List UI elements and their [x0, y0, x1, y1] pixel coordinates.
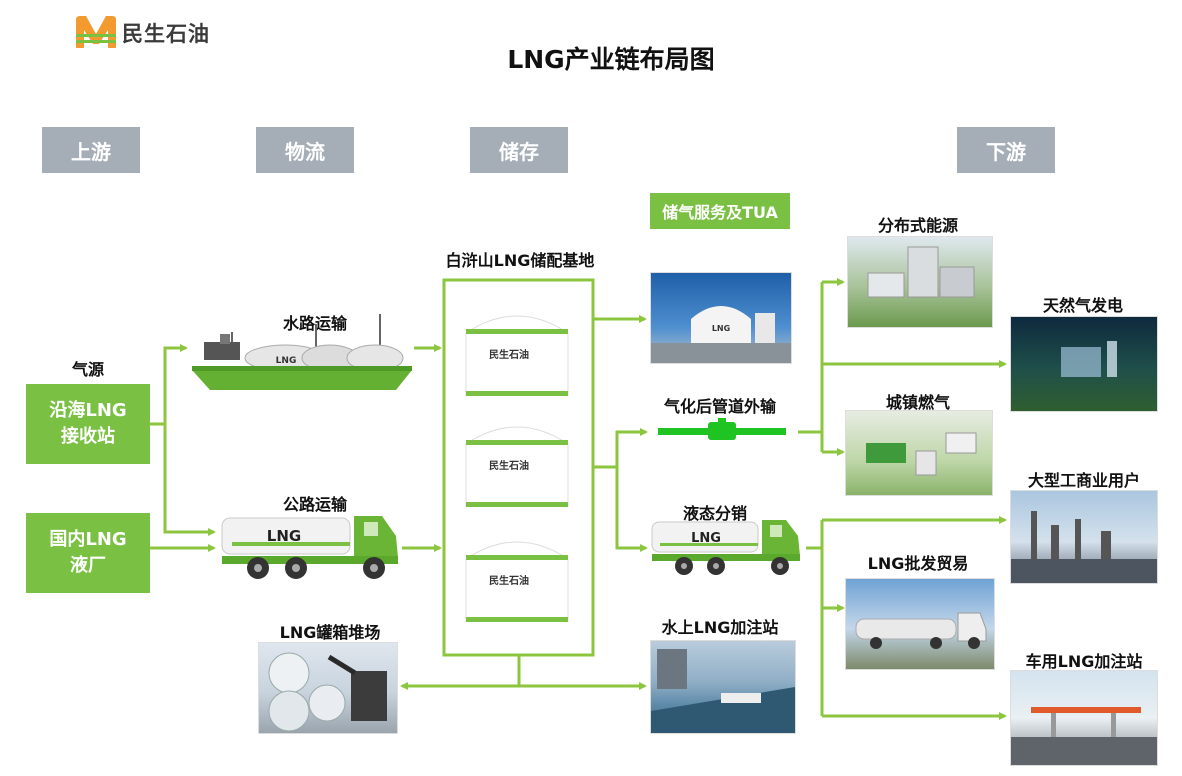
liquid-truck-tank-text: LNG [691, 531, 721, 546]
arrow-to-water [150, 344, 188, 426]
liquid-truck: LNG [650, 516, 806, 578]
tank-icon [465, 315, 569, 396]
power-plant-icon [867, 246, 975, 298]
water-transport-label: 水路运输 [282, 314, 347, 333]
domestic-plant-line1: 国内LNG [49, 529, 127, 550]
tua-photo: LNG [650, 272, 792, 364]
industrial-users-photo [1010, 490, 1158, 584]
water-station-label: 水上LNG加注站 [661, 618, 779, 637]
distributed-energy-photo [847, 236, 993, 328]
tank-logo-text: 民生石油 [489, 576, 529, 587]
photo-tank-text: LNG [712, 324, 730, 333]
city-gas-label: 城镇燃气 [885, 393, 950, 412]
fuel-station-icon [1011, 707, 1157, 765]
truck-icon: LNG [221, 516, 398, 579]
water-station-photo [650, 640, 796, 734]
tank-logo-text: 民生石油 [489, 461, 529, 472]
industrial-users-label: 大型工商业用户 [1027, 471, 1140, 490]
storage-base-label: 白浒山LNG储配基地 [445, 251, 595, 270]
lng-wholesale-photo [845, 578, 995, 670]
power-station-icon [1061, 341, 1117, 377]
page-title: LNG产业链布局图 [507, 45, 715, 74]
stage-logistics: 物流 [256, 127, 354, 173]
dock-icon [651, 649, 795, 733]
coastal-terminal-line2: 接收站 [61, 426, 115, 447]
coastal-terminal-box: 沿海LNG 接收站 [26, 384, 150, 464]
ship-icon: LNG [192, 314, 412, 390]
domestic-plant-box: 国内LNG 液厂 [26, 513, 150, 593]
storage-tank-1: 民生石油 [464, 307, 570, 399]
storage-tank-3: 民生石油 [464, 533, 570, 625]
tank-icon [465, 541, 569, 622]
lng-truck: LNG [218, 512, 402, 582]
arrow-to-liquid [615, 467, 648, 552]
liquid-distribution-label: 液态分销 [682, 504, 747, 523]
city-gas-photo [845, 410, 993, 496]
logo-text: 民生石油 [122, 22, 210, 46]
tank-icon [465, 426, 569, 507]
vehicle-station-photo [1010, 670, 1158, 766]
lng-ship: LNG [190, 304, 416, 392]
arrow-to-road [163, 424, 216, 536]
truck-tank-text: LNG [267, 527, 301, 545]
distributed-energy-label: 分布式能源 [877, 216, 958, 235]
storage-tank-2: 民生石油 [464, 418, 570, 510]
logo-mark-icon [76, 16, 116, 48]
tua-box: 储气服务及TUA [650, 193, 790, 229]
pipe-valve-icon [658, 418, 786, 440]
gas-station-icon [866, 432, 977, 476]
source-label: 气源 [71, 360, 104, 379]
gas-power-label: 天然气发电 [1042, 296, 1123, 315]
arrow-to-pipeline [593, 428, 648, 469]
tanker-truck-icon [855, 612, 987, 649]
road-transport-label: 公路运输 [282, 495, 347, 514]
domestic-plant-line2: 液厂 [70, 555, 106, 576]
lng-terminal-icon: LNG [651, 306, 791, 363]
company-logo: 民生石油 [74, 12, 234, 52]
tank-logo-text: 民生石油 [489, 350, 529, 361]
container-yard-label: LNG罐箱堆场 [279, 623, 381, 642]
coastal-terminal-line1: 沿海LNG [49, 400, 127, 421]
stage-upstream: 上游 [42, 127, 140, 173]
stage-storage: 储存 [470, 127, 568, 173]
tank-container-icon [268, 652, 387, 732]
vehicle-station-label: 车用LNG加注站 [1025, 652, 1143, 671]
pipeline-graphic [658, 418, 786, 444]
lng-wholesale-label: LNG批发贸易 [867, 554, 969, 573]
stage-downstream: 下游 [957, 127, 1055, 173]
gas-power-photo [1010, 316, 1158, 412]
truck-icon: LNG [651, 520, 800, 575]
ship-tank-text: LNG [276, 356, 297, 366]
factory-icon [1011, 511, 1157, 583]
pipeline-label: 气化后管道外输 [663, 397, 776, 416]
container-yard-photo [258, 642, 398, 734]
